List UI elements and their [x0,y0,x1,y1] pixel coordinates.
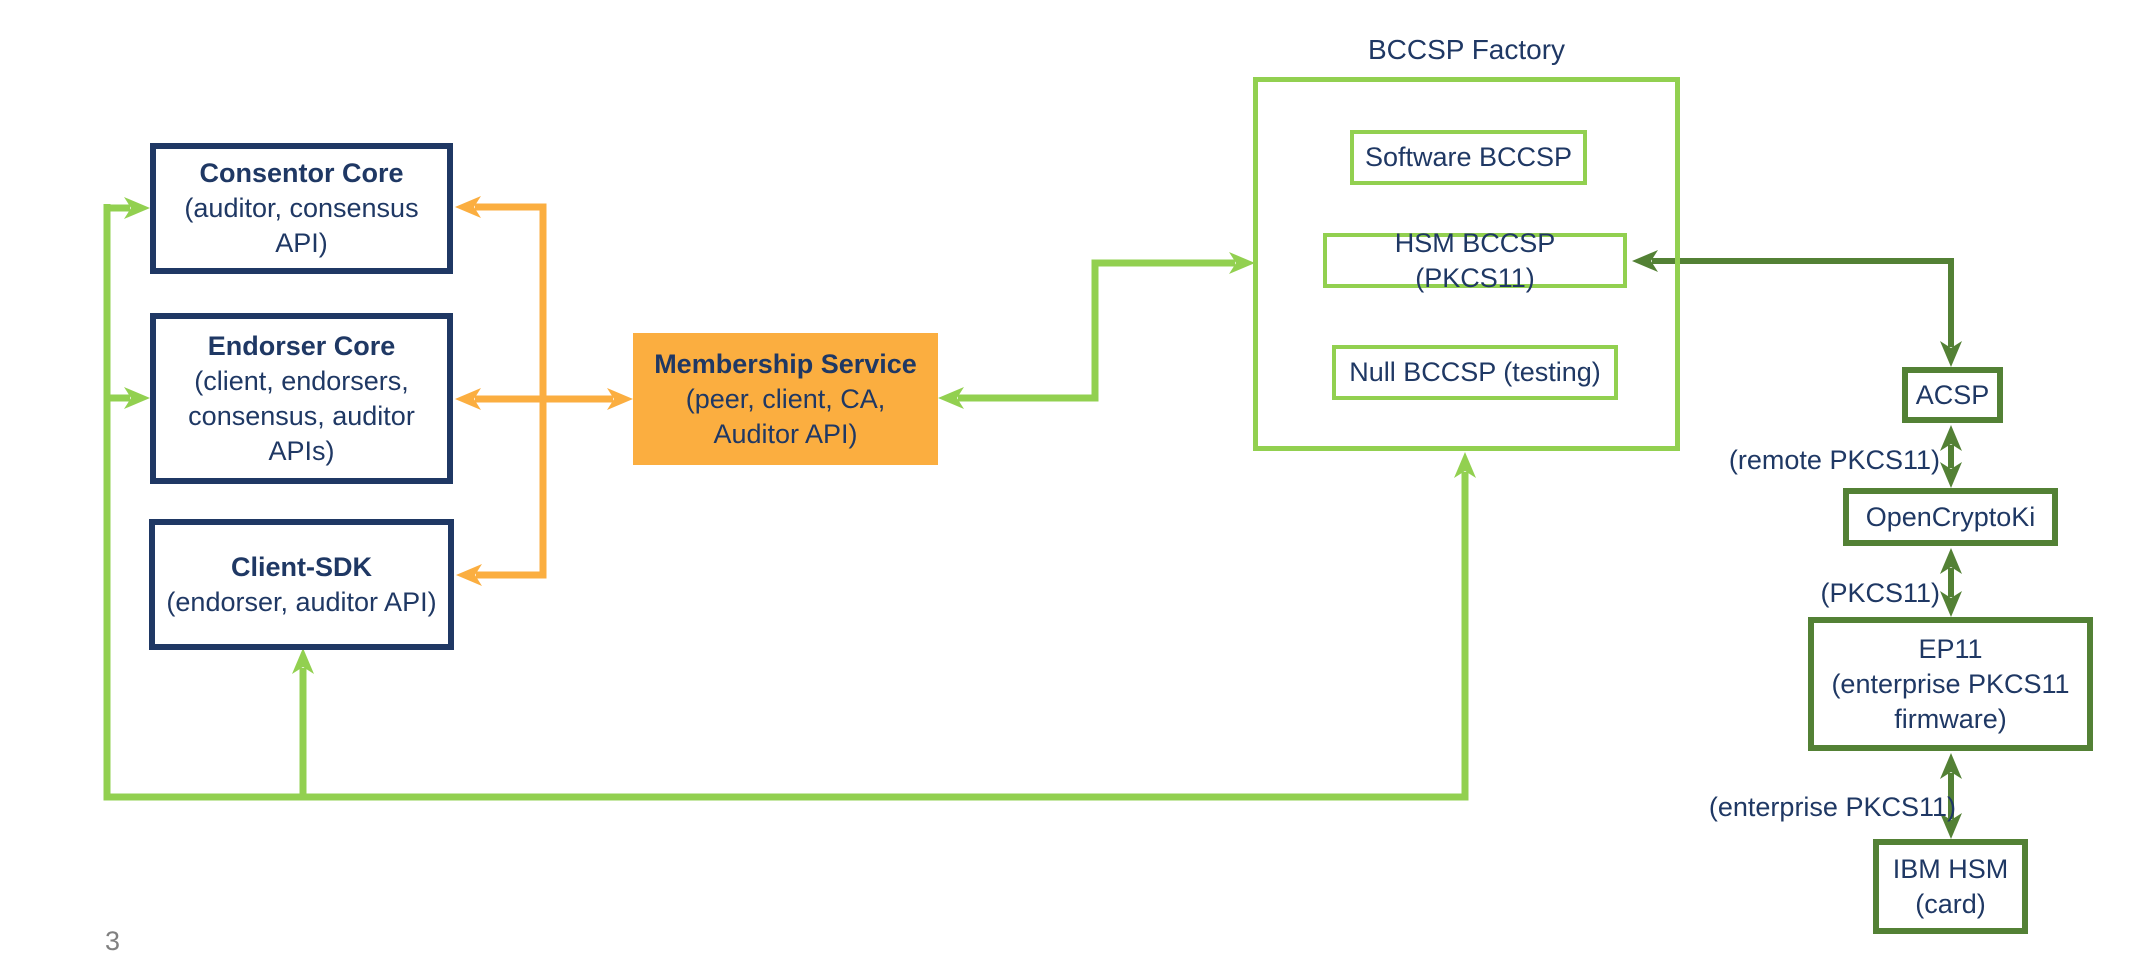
null-bccsp-box: Null BCCSP (testing) [1332,345,1618,400]
client-sdk-title: Client-SDK [231,551,372,582]
opencryptoki-label: OpenCryptoKi [1865,501,2036,532]
label-pkcs11: (PKCS11) [1820,578,1940,608]
endorser-core-title: Endorser Core [207,330,396,361]
factory-to-cores-feedback-line [103,204,1476,801]
acsp-box: ACSP [1902,367,2003,423]
membership-service-subtitle: (peer, client, CA, Auditor API) [685,383,886,449]
membership-service-title: Membership Service [654,348,917,379]
consentor-core-title: Consentor Core [199,158,404,188]
consentor-core-box: Consentor Core (auditor, consensus API) [150,143,453,274]
label-enterprise-pkcs11: (enterprise PKCS11) [1708,792,1956,822]
ep11-title: EP11 [1918,633,1983,664]
ibm-hsm-subtitle: (card) [1915,888,1986,919]
membership-to-cores-bus [455,196,547,586]
consentor-core-subtitle: (auditor, consensus API) [184,193,419,258]
software-bccsp-box: Software BCCSP [1350,130,1587,185]
endorser-core-subtitle: (client, endorsers, consensus, auditor A… [188,365,415,466]
ibm-hsm-title: IBM HSM [1892,853,2009,884]
hsm-bccsp-box: HSM BCCSP (PKCS11) [1323,228,1627,293]
bccsp-factory-title: BCCSP Factory [1367,34,1566,65]
acsp-label: ACSP [1915,379,1990,410]
membership-factory-connector [938,252,1255,409]
label-remote-pkcs11: (remote PKCS11) [1728,445,1940,475]
ep11-subtitle: (enterprise PKCS11 firmware) [1831,668,2070,734]
null-bccsp-label: Null BCCSP (testing) [1349,357,1601,387]
endorser-core-box: Endorser Core (client, endorsers, consen… [150,313,453,484]
hsm-bccsp-acsp-connector [1632,250,1962,367]
opencryptoki-box: OpenCryptoKi [1843,488,2058,546]
software-bccsp-label: Software BCCSP [1364,142,1573,172]
client-sdk-subtitle: (endorser, auditor API) [166,586,437,617]
ep11-box: EP11 (enterprise PKCS11 firmware) [1808,617,2093,751]
ibm-hsm-box: IBM HSM (card) [1873,839,2028,934]
client-sdk-box: Client-SDK (endorser, auditor API) [149,519,454,650]
hsm-bccsp-label: HSM BCCSP (PKCS11) [1394,227,1556,293]
membership-service-box: Membership Service (peer, client, CA, Au… [633,333,938,465]
page-number: 3 [105,926,121,956]
